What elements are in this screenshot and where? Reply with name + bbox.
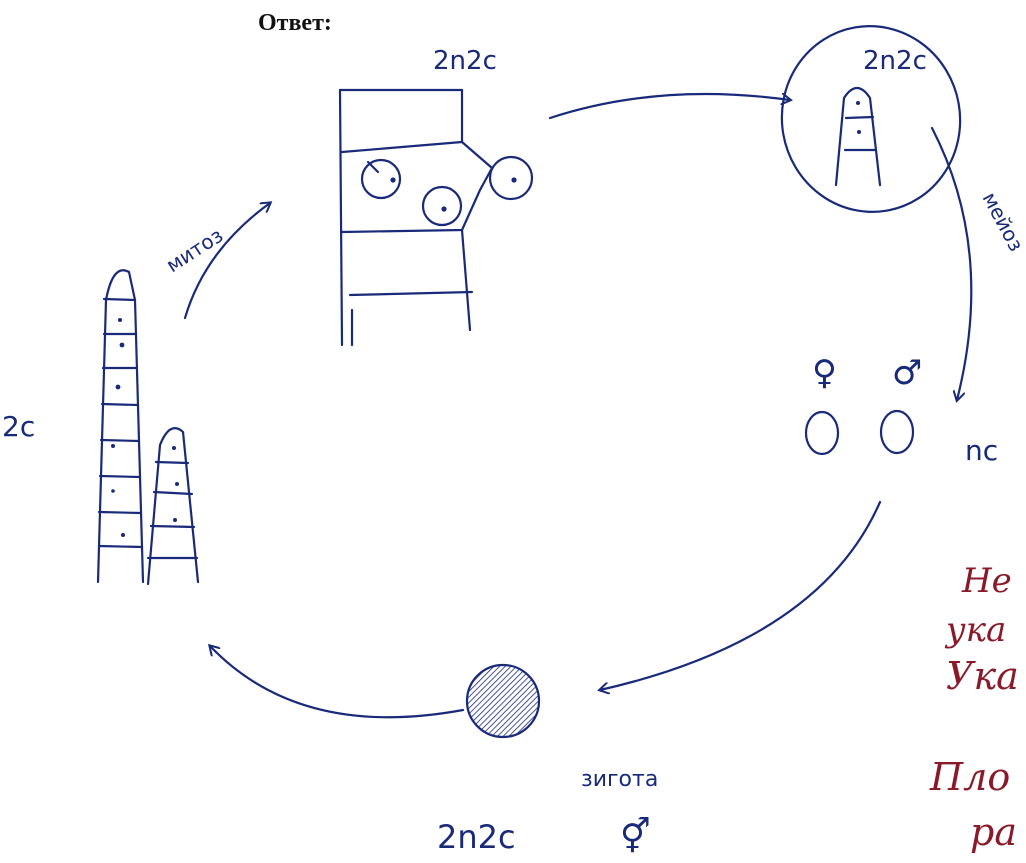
zygote-label: зигота (581, 767, 658, 792)
grader-note-line-2: ука (944, 610, 1006, 650)
filament-top-drawing (338, 88, 534, 347)
gamete-female (804, 410, 840, 456)
arrow-meiosis (930, 126, 973, 400)
grader-note-line-1: Не (961, 561, 1012, 601)
female-symbol: ♀ (812, 353, 837, 393)
grader-note-line-5: ра (970, 810, 1017, 854)
arrow-to-zygote (600, 500, 882, 690)
gamete-male (879, 409, 915, 455)
ploidy-label-top: 2n2c (433, 46, 497, 76)
meiosis-label: мейоз (978, 188, 1026, 255)
arrow-to-filament (210, 646, 465, 719)
sporangium-drawing (780, 25, 962, 213)
ploidy-label-left: 2c (2, 410, 35, 443)
ploidy-label-sporangium: 2n2c (863, 46, 927, 76)
zygote-symbol: ⚥ (620, 816, 651, 857)
grader-note-line-4: Пло (929, 755, 1010, 799)
male-symbol: ♂ (892, 353, 922, 393)
filament-left-drawing (96, 269, 200, 586)
ploidy-label-gametes: nc (965, 434, 998, 467)
grader-note-line-3: Ука (946, 654, 1019, 698)
mitosis-label: митоз (162, 223, 228, 277)
arrow-mitosis (183, 203, 270, 320)
ploidy-label-zygote: 2n2c (437, 818, 516, 856)
answer-label: Ответ: (258, 10, 332, 36)
zygote-drawing (465, 663, 541, 739)
arrow-to-sporangium (548, 94, 790, 120)
